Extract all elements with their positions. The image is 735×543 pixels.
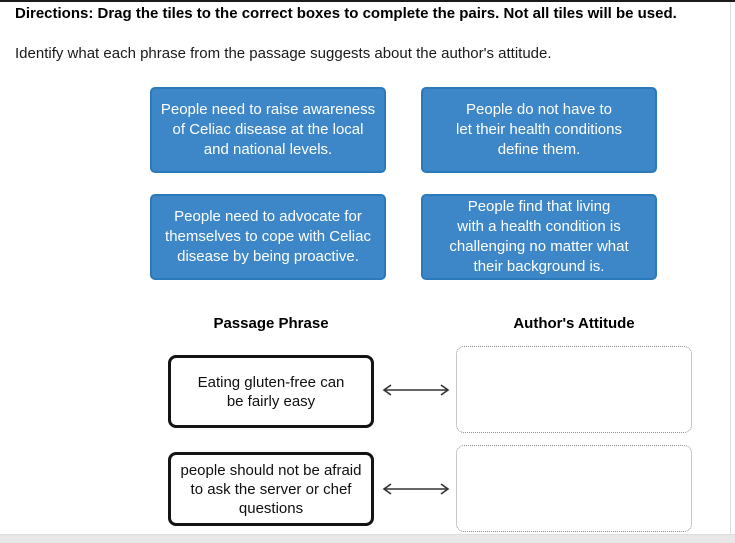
tile-text-line: define them. xyxy=(497,141,581,158)
tile-text-line: let their health conditions xyxy=(456,121,622,138)
answer-drop-box[interactable] xyxy=(456,346,692,433)
tile-text-line: People find that living xyxy=(467,198,611,215)
double-arrow-icon xyxy=(382,483,450,495)
tile-text-line: disease by being proactive. xyxy=(177,248,359,265)
answer-drop-box[interactable] xyxy=(456,445,692,532)
horizontal-scrollbar[interactable] xyxy=(0,534,735,543)
draggable-tile[interactable]: People do not have to let their health c… xyxy=(421,87,657,173)
phrase-text-line: be fairly easy xyxy=(226,392,316,410)
phrase-text-line: to ask the server or chef xyxy=(190,480,352,498)
draggable-tile[interactable]: People need to raise awareness of Celiac… xyxy=(150,87,386,173)
top-border-line xyxy=(0,0,735,2)
passage-phrase-box: Eating gluten-free can be fairly easy xyxy=(168,355,374,428)
passage-phrase-box: people should not be afraid to ask the s… xyxy=(168,452,374,526)
column-header-authors-attitude: Author's Attitude xyxy=(513,315,635,332)
tile-text-line: challenging no matter what xyxy=(449,238,629,255)
question-prompt: Identify what each phrase from the passa… xyxy=(15,45,552,62)
directions-text: Directions: Drag the tiles to the correc… xyxy=(15,5,677,22)
phrase-text-line: people should not be afraid xyxy=(180,461,362,479)
right-edge-line xyxy=(730,2,731,534)
tile-text-line: themselves to cope with Celiac xyxy=(165,228,371,245)
phrase-text-line: Eating gluten-free can xyxy=(197,373,345,391)
tile-text-line: of Celiac disease at the local xyxy=(172,121,364,138)
column-header-passage-phrase: Passage Phrase xyxy=(213,315,329,332)
draggable-tile[interactable]: People need to advocate for themselves t… xyxy=(150,194,386,280)
tile-text-line: and national levels. xyxy=(203,141,333,158)
tile-text-line: People need to raise awareness xyxy=(160,101,376,118)
tile-text-line: People do not have to xyxy=(466,101,612,118)
tile-text-line: with a health condition is xyxy=(457,218,621,235)
phrase-text-line: questions xyxy=(238,499,304,517)
tile-text-line: their background is. xyxy=(473,258,605,275)
tile-text-line: People need to advocate for xyxy=(174,208,362,225)
draggable-tile[interactable]: People find that living with a health co… xyxy=(421,194,657,280)
double-arrow-icon xyxy=(382,384,450,396)
